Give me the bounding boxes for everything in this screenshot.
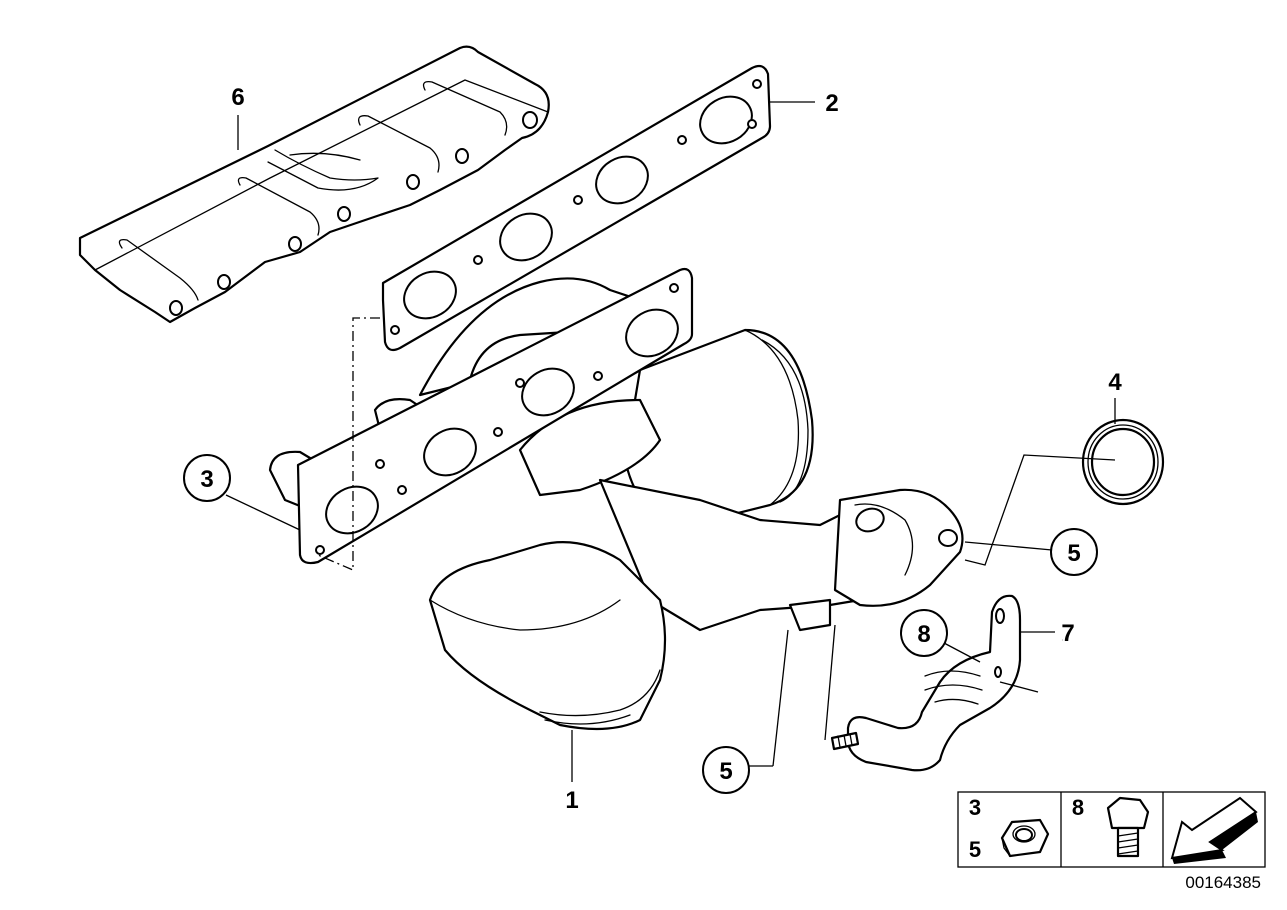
callout-5-circle-right: 5 <box>1050 528 1098 576</box>
callout-2: 2 <box>825 90 838 117</box>
callout-1: 1 <box>565 787 578 814</box>
callout-3-circle: 3 <box>183 454 231 502</box>
callout-5-right: 5 <box>1067 540 1080 567</box>
seal-ring <box>1081 418 1165 506</box>
legend-nut-ref-5: 5 <box>969 837 981 862</box>
bolt-icon <box>1106 796 1150 858</box>
callout-6: 6 <box>231 84 244 111</box>
callout-8: 8 <box>917 621 930 648</box>
manifold-gasket <box>381 64 772 352</box>
document-number: 00164385 <box>1185 873 1261 892</box>
callout-5-circle-bottom: 5 <box>702 746 750 794</box>
callout-7: 7 <box>1061 620 1074 647</box>
heat-shield <box>78 45 550 324</box>
callout-5-bottom: 5 <box>719 758 732 785</box>
legend-bolt-ref-8: 8 <box>1072 795 1084 820</box>
callout-8-circle: 8 <box>900 609 948 657</box>
callout-4: 4 <box>1108 369 1122 396</box>
fastener-legend: 3 5 8 <box>957 791 1266 868</box>
exhaust-manifold-with-catalysts <box>268 267 964 731</box>
hex-nut-icon <box>1000 818 1050 858</box>
leader-lines <box>225 101 1116 782</box>
callout-3: 3 <box>200 466 213 493</box>
bracket <box>830 594 1022 772</box>
legend-nut-ref-3: 3 <box>969 795 981 820</box>
callouts: 6 2 4 7 1 3 5 8 5 <box>183 84 1122 814</box>
direction-arrow-icon <box>1170 796 1258 864</box>
